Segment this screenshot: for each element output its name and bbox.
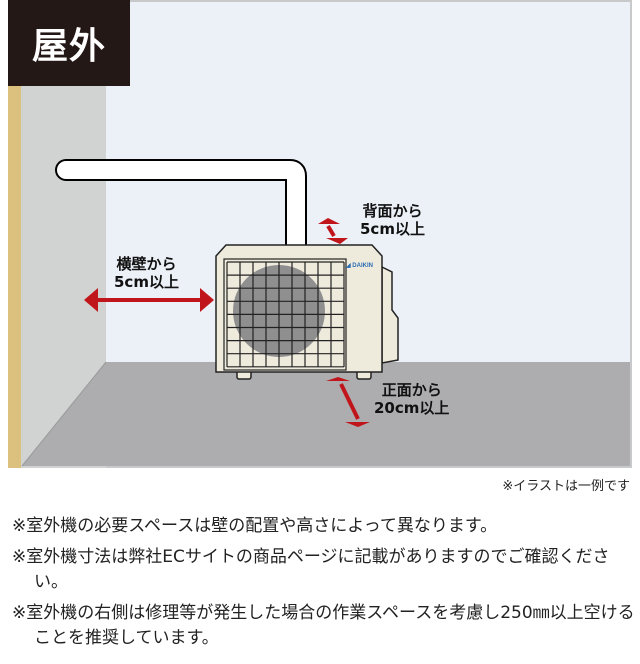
floor	[22, 362, 630, 466]
notes-list: ※室外機の必要スペースは壁の配置や高さによって異なります。 ※室外機寸法は弊社E…	[12, 514, 637, 657]
note: ※室外機の必要スペースは壁の配置や高さによって異なります。	[12, 516, 498, 536]
label-line: 正面から	[381, 381, 442, 399]
note: ※室外機の右側は修理等が発生した場合の作業スペースを考慮し250㎜以上空けること…	[12, 603, 635, 648]
label-line: 20cm以上	[374, 399, 450, 417]
outdoor-tag: 屋外	[8, 0, 130, 86]
label-line: 背面から	[362, 202, 423, 220]
front-arrow	[339, 383, 360, 420]
pipe	[57, 161, 305, 257]
brand-logo: ◢ DAIKIN	[345, 262, 373, 269]
back-arrow	[326, 224, 336, 238]
back-clearance-label: 背面から 5cm以上	[360, 202, 425, 238]
side-clearance-label: 横壁から 5cm以上	[114, 255, 179, 291]
note: ※室外機寸法は弊社ECサイトの商品ページに記載がありますのでご確認ください。	[12, 547, 610, 592]
label-line: 5cm以上	[114, 273, 179, 291]
label-line: 5cm以上	[360, 220, 425, 238]
arrows	[84, 218, 370, 427]
label-line: 横壁から	[116, 255, 177, 273]
illustration-caption: ※イラストは一例です	[502, 479, 630, 494]
outdoor-unit: ◢ DAIKIN	[215, 244, 399, 380]
front-clearance-label: 正面から 20cm以上	[374, 381, 449, 417]
